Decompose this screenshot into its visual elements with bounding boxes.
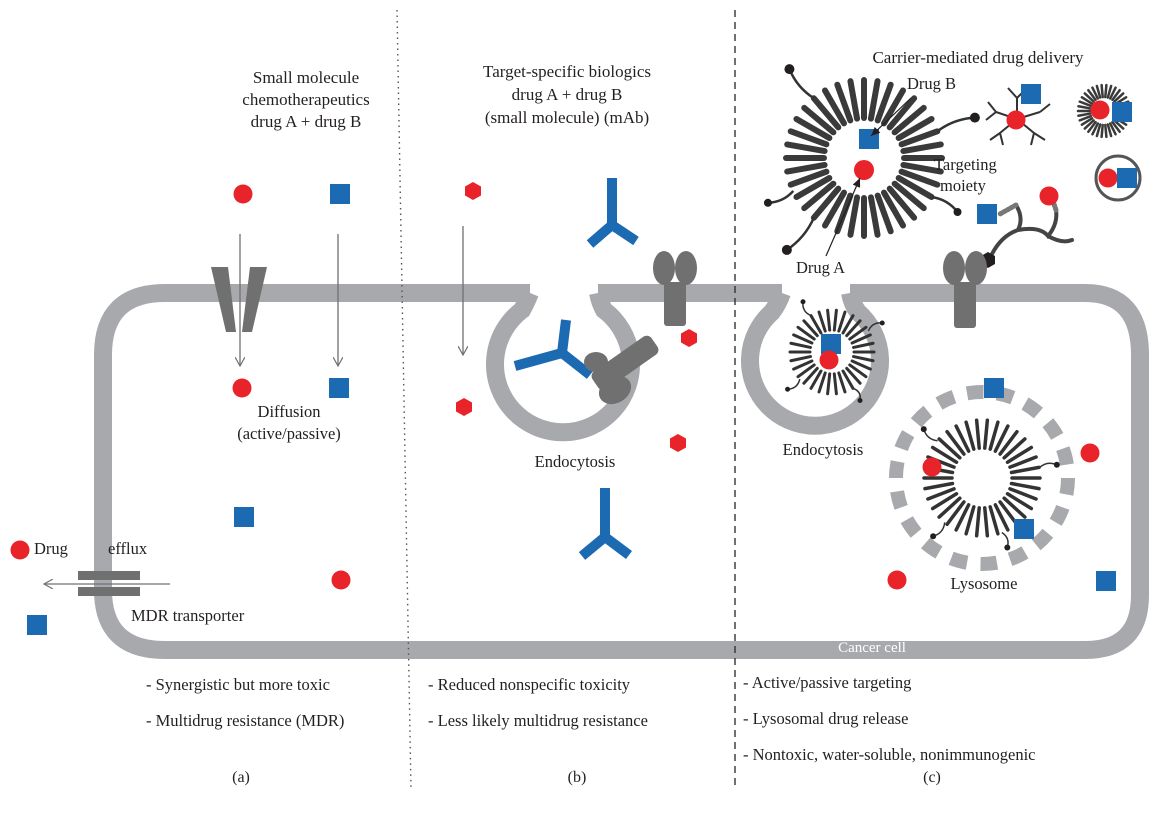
drug-a-hexagon: [670, 434, 686, 452]
drug-a-dot: [1080, 443, 1100, 463]
drug-b-square: [234, 507, 254, 527]
drug-a-dot: [232, 378, 252, 398]
divider-ab: [396, 9, 412, 791]
drug-a-dot: [854, 160, 874, 180]
drug-b-square: [977, 204, 997, 224]
caption-b: (b): [567, 769, 587, 786]
panel-c-bullet-3: - Nontoxic, water-soluble, nonimmunogeni…: [743, 745, 1036, 764]
diffusion-sublabel: (active/passive): [237, 424, 341, 443]
mdr-transporter: [78, 571, 140, 596]
dendrimer-carrier: [985, 87, 1051, 146]
panel-b-heading-line2: drug A + drug B: [511, 85, 623, 104]
drug-a-dot: [1006, 110, 1026, 130]
drug-a-dot: [1098, 168, 1118, 188]
drug-a-dot: [1039, 186, 1059, 206]
drug-b-label: Drug B: [907, 74, 957, 93]
drug-b-square: [1021, 84, 1041, 104]
drug-a-hexagon: [681, 329, 697, 347]
antibody-mab: [586, 178, 639, 248]
targeting-label: Targeting: [934, 155, 997, 174]
panel-a-heading-line3: drug A + drug B: [250, 112, 362, 131]
cancer-cell-label: Cancer cell: [838, 640, 906, 656]
lysosome-label: Lysosome: [950, 574, 1018, 593]
receptor: [653, 251, 697, 326]
drug-b-square: [1112, 102, 1132, 122]
drug-a-dot: [331, 570, 351, 590]
endocytic-pit-c: [741, 289, 889, 435]
panel-b-heading-line3: (small molecule) (mAb): [484, 108, 650, 127]
panel-a-bullet-2: - Multidrug resistance (MDR): [146, 711, 345, 730]
drug-a-dot: [922, 457, 942, 477]
drug-a-dot: [819, 350, 839, 370]
drug-b-square: [1096, 571, 1116, 591]
drug-a-dot: [233, 184, 253, 204]
drug-label: Drug: [34, 539, 68, 558]
micelle-endosome: [785, 299, 885, 403]
cell-membrane: [94, 284, 1149, 659]
receptor: [943, 251, 987, 328]
caption-c: (c): [923, 769, 941, 786]
antibody-bound: [513, 319, 659, 405]
endocytic-pit-b: [486, 289, 640, 442]
efflux-label: efflux: [108, 539, 148, 558]
panel-b-bullet-1: - Reduced nonspecific toxicity: [428, 675, 631, 694]
endocytosis-label-c: Endocytosis: [782, 440, 864, 459]
panel-a-heading-line1: Small molecule: [252, 68, 360, 87]
channel-protein: [211, 267, 267, 332]
panel-a-heading-line2: chemotherapeutics: [242, 90, 370, 109]
drug-b-square: [329, 378, 349, 398]
targeting-polymer: [988, 195, 1074, 260]
drug-b-square: [330, 184, 350, 204]
diffusion-label: Diffusion: [257, 402, 321, 421]
antibody-mab: [578, 488, 632, 560]
drug-a-dot: [1090, 100, 1110, 120]
moiety-label: moiety: [940, 176, 986, 195]
drug-a-label: Drug A: [796, 258, 846, 277]
drug-b-square: [27, 615, 47, 635]
pointer-drug-b: [870, 97, 912, 137]
micelle-carrier: [1076, 83, 1132, 139]
drug-b-square: [1117, 168, 1137, 188]
nanoparticle-carrier: [1094, 154, 1142, 202]
drug-a-hexagon: [456, 398, 472, 416]
panel-a-bullet-1: - Synergistic but more toxic: [146, 675, 330, 694]
drug-a-dot: [887, 570, 907, 590]
drug-b-square: [821, 334, 841, 354]
panel-b-heading-line1: Target-specific biologics: [483, 62, 651, 81]
endocytosis-label-b: Endocytosis: [534, 452, 616, 471]
mdr-transporter-label: MDR transporter: [131, 606, 245, 625]
pointer-drug-a: [825, 177, 861, 257]
panel-c-bullet-1: - Active/passive targeting: [743, 673, 912, 692]
panel-b-bullet-2: - Less likely multidrug resistance: [428, 711, 648, 730]
micelle-lysosome: [920, 418, 1060, 551]
panel-c-bullet-2: - Lysosomal drug release: [743, 709, 909, 728]
drug-b-square: [984, 378, 1004, 398]
drug-b-square: [1014, 519, 1034, 539]
caption-a: (a): [232, 769, 250, 786]
drug-a-hexagon: [465, 182, 481, 200]
lysosome-membrane: [889, 385, 1075, 571]
liposome-carrier: [763, 64, 980, 255]
drug-a-dot: [10, 540, 30, 560]
panel-c-heading: Carrier-mediated drug delivery: [872, 48, 1084, 67]
